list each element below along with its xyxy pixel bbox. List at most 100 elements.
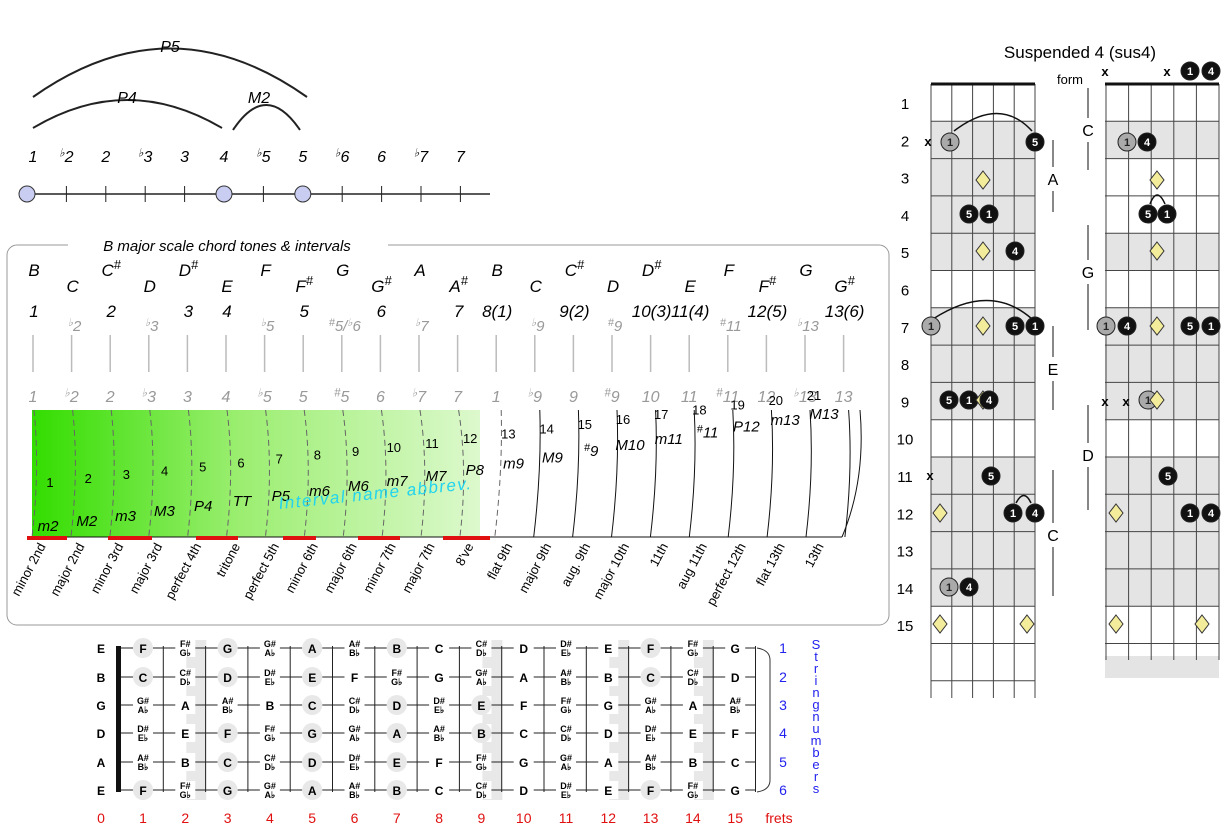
scale-degree-label: ♭3 [138, 147, 152, 166]
note-sharp: D# [264, 668, 276, 678]
note-bg [725, 753, 746, 771]
semitone-count: 14 [539, 422, 553, 437]
panel-title: B major scale chord tones & intervals [103, 238, 351, 255]
note-flat: B♭ [561, 677, 572, 687]
secondary-degree: ♭13 [797, 317, 819, 335]
fret-number: 4 [266, 810, 274, 826]
note-sharp: C# [180, 668, 192, 678]
note-dot [386, 752, 407, 772]
note-bg [640, 724, 661, 742]
interval-boundary [226, 409, 232, 538]
degree-row-label: #5 [334, 387, 349, 406]
finger-dot-root-label: 1 [928, 321, 934, 333]
note-sharp: D# [560, 639, 572, 649]
interval-boundary [688, 409, 696, 538]
fret-number: 5 [308, 810, 316, 826]
scale-degree-label: ♭7 [414, 147, 429, 166]
note-sharp: A# [222, 696, 234, 706]
finger-dot [1180, 61, 1200, 81]
note-natural: F [224, 727, 231, 741]
finger-dot [1005, 316, 1025, 336]
note-bg [259, 781, 280, 799]
note-bg [725, 668, 746, 686]
finger-dot [1117, 316, 1137, 336]
note-bg [682, 753, 703, 771]
finger-dot [1201, 316, 1221, 336]
note-natural: A [308, 784, 317, 798]
finger-dot-label: 1 [1187, 508, 1193, 520]
chart-fret-number: 13 [897, 544, 914, 561]
fret-number: 13 [643, 810, 659, 826]
chart-fret-number: 4 [901, 208, 909, 225]
interval-abbrev: TT [233, 493, 253, 510]
scale-diamond [1149, 316, 1165, 336]
fret-number: 7 [393, 810, 401, 826]
note-natural: F [732, 727, 739, 741]
note-bg [598, 668, 619, 686]
note-bg [429, 668, 450, 686]
note-bg [133, 696, 153, 714]
note-dot [133, 780, 153, 800]
interval-boundary [419, 409, 426, 538]
note-sharp: A# [349, 781, 361, 791]
right-tail [1105, 656, 1219, 678]
finger-dot-label: 4 [1124, 321, 1131, 333]
note-dot [640, 638, 661, 658]
interval-abbrev: m2 [38, 518, 59, 535]
note-natural: C [435, 784, 444, 798]
note-bg [682, 781, 703, 799]
secondary-degree: ♭7 [415, 317, 429, 335]
degree-row-label: 1 [492, 389, 501, 406]
degree-row-label: #11 [716, 387, 739, 406]
note-flat: G♭ [476, 762, 487, 772]
interval-abbrev: P8 [466, 462, 485, 479]
finger-dot-label: 4 [966, 582, 973, 594]
note-natural: C [519, 727, 528, 741]
note-bg [725, 781, 746, 799]
degree-row-label: ♭13 [793, 387, 816, 406]
note-bg [513, 724, 534, 742]
note-natural: F [435, 756, 442, 770]
note-label: C# [102, 257, 122, 280]
note-bg [259, 639, 280, 657]
sus4-chord-charts: Suspended 4 (sus4)123456789101112131415f… [897, 43, 1221, 698]
note-natural: B [477, 727, 486, 741]
finger-dot-label: 5 [1187, 321, 1193, 333]
degree-row-label: 2 [105, 389, 115, 406]
finger-dot-root [921, 316, 941, 336]
note-dot [217, 752, 238, 772]
note-dot [640, 667, 661, 687]
string-number: 3 [779, 697, 787, 713]
note-label: G [336, 261, 349, 280]
finger-dot [1158, 466, 1178, 486]
scale-diamond [1149, 241, 1165, 261]
note-dot [302, 723, 323, 743]
note-flat: A♭ [349, 733, 360, 743]
finger-dot-root [1096, 316, 1116, 336]
note-bg [471, 753, 492, 771]
interval-boundary [70, 409, 76, 538]
note-natural: A [604, 756, 613, 770]
chart-fret-number: 3 [901, 171, 909, 188]
interval-abbrev: m3 [115, 508, 136, 525]
note-label: B [28, 261, 39, 280]
finger-dot [1005, 241, 1025, 261]
mute-x: x [1122, 394, 1130, 409]
note-flat: D♭ [688, 677, 699, 687]
note-natural: B [181, 756, 190, 770]
title-mask [68, 236, 388, 254]
degree-row-label: 6 [376, 389, 385, 406]
fret-number: 8 [435, 810, 443, 826]
note-flat: G♭ [560, 705, 571, 715]
fret-shade [693, 640, 714, 800]
fret-number: 0 [97, 810, 105, 826]
chord-tones-panel: B major scale chord tones & intervalsBCC… [6, 236, 890, 626]
note-sharp: A# [137, 753, 149, 763]
note-sharp: F# [561, 696, 572, 706]
finger-dot-label: 5 [1012, 321, 1018, 333]
secondary-degree: #5/♭6 [329, 317, 362, 335]
note-natural: D [519, 784, 528, 798]
note-flat: D♭ [349, 705, 360, 715]
finger-dot-label: 1 [986, 209, 992, 221]
mute-x: x [1101, 64, 1109, 79]
